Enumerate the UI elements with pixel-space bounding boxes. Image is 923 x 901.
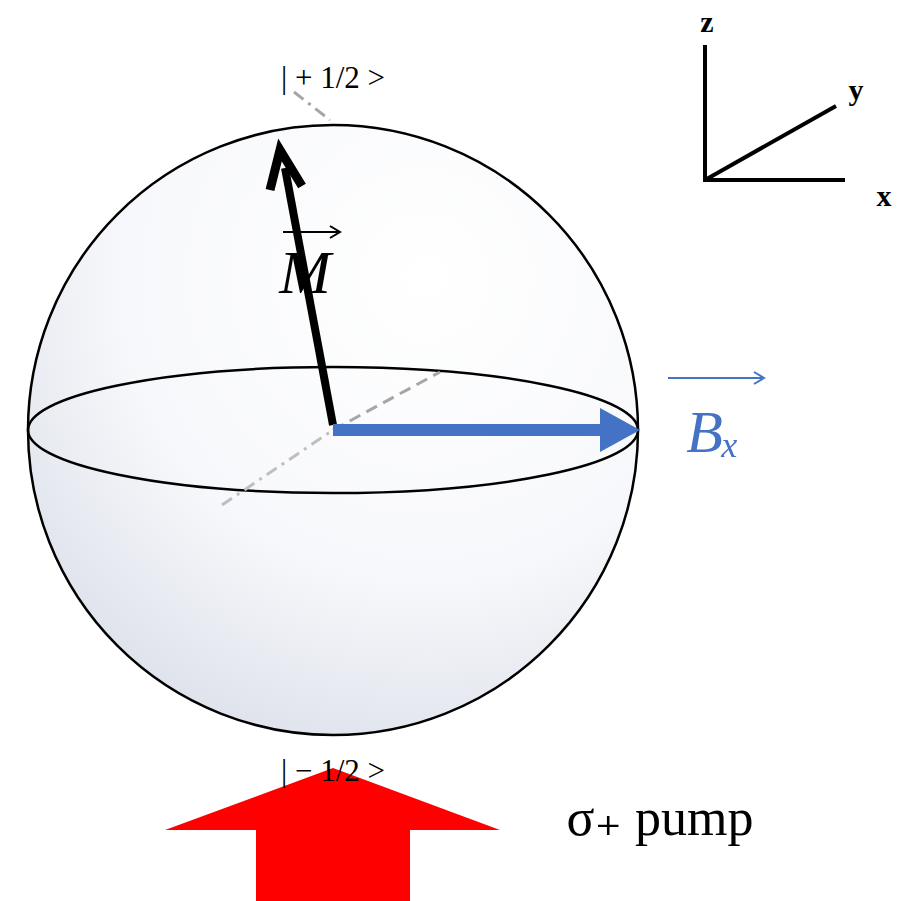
vector-bar-head [330,226,340,238]
axis-label: y [849,75,864,105]
y-axis-back [222,430,333,505]
vector-label: M [279,241,331,303]
axis-x [703,178,845,182]
vector-bar [668,377,762,379]
y-axis-front [333,372,440,430]
axis-y [705,106,836,180]
sphere [28,125,638,735]
field-vector [333,424,605,436]
axis-label: x [877,181,892,211]
pump-arrow [165,768,500,901]
state-label: | + 1/2 > [281,62,385,93]
state-label: | − 1/2 > [281,755,385,786]
pole-guide [294,92,330,120]
magnetization-head [270,150,302,190]
pump-label: σ₊ pump [567,792,754,844]
axis-label: z [700,7,713,37]
field-head [600,408,640,452]
vector-label: Bₓ [686,402,740,462]
vector-bar-head [754,372,764,384]
axis-z [703,45,707,182]
equator [28,367,638,493]
vector-bar [283,231,338,233]
